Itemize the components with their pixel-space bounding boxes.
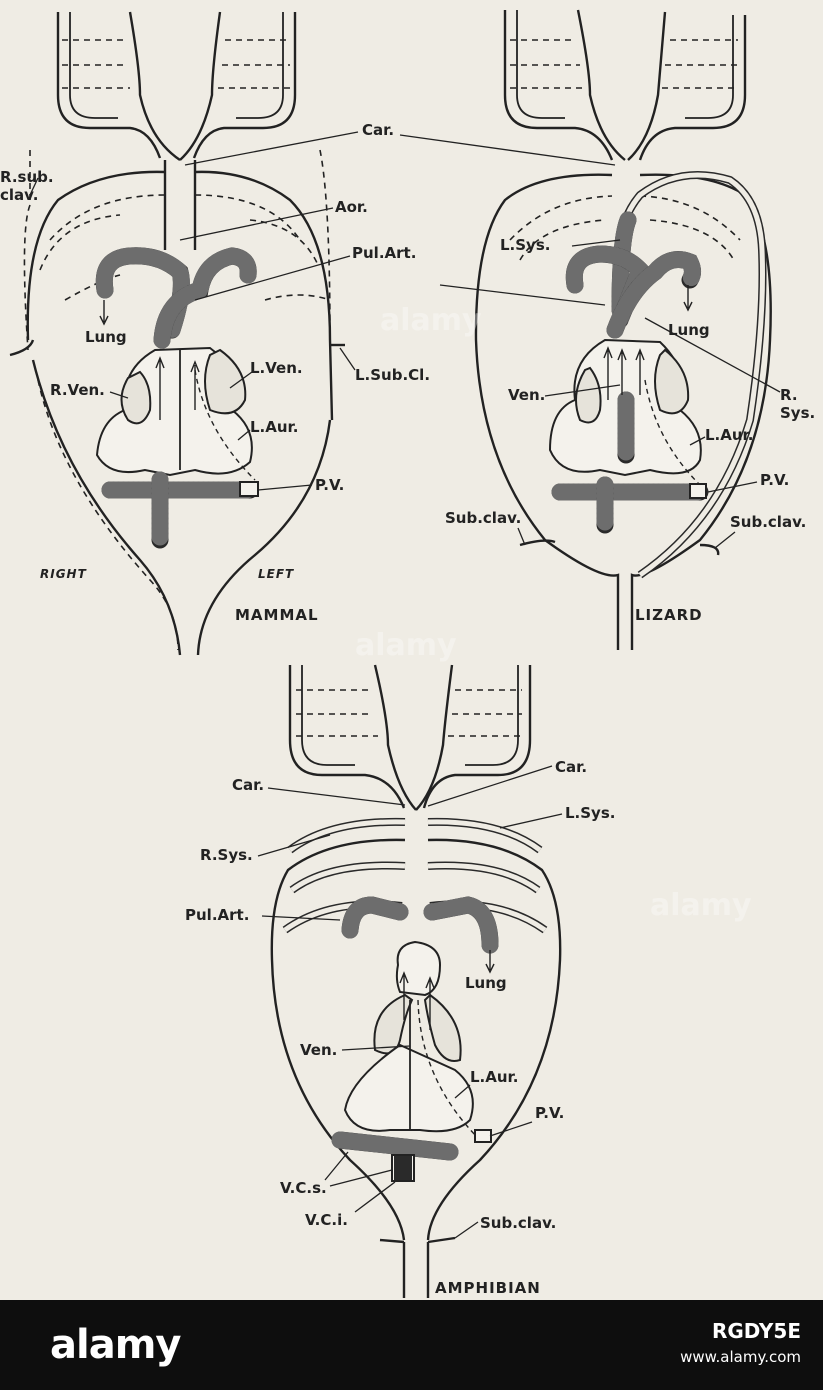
caption-amphibian: AMPHIBIAN	[435, 1279, 541, 1297]
caption-mammal: MAMMAL	[235, 606, 319, 624]
label-clav: clav.	[0, 186, 38, 204]
lizard-diagram: L.Sys. Lung R. Sys. Ven. L.Aur. P.V. Sub…	[445, 9, 815, 650]
label-r-sub: R.sub.	[0, 168, 54, 186]
label-lung: Lung	[465, 974, 507, 992]
label-left-side: LEFT	[258, 567, 294, 581]
comparative-heart-circulation-plate: R.sub. clav. Car. Aor. Pul.Art. Lung L.V…	[0, 9, 815, 1298]
label-r-sys: R.Sys.	[200, 846, 253, 864]
label-pul-art: Pul.Art.	[352, 244, 416, 262]
watermark: alamy	[355, 628, 457, 663]
alamy-logo[interactable]: alamy	[50, 1322, 181, 1368]
label-car-left: Car.	[555, 758, 587, 776]
label-l-aur: L.Aur.	[250, 418, 299, 436]
label-sys: Sys.	[780, 404, 815, 422]
label-car-right: Car.	[232, 776, 264, 794]
label-ven: Ven.	[508, 386, 545, 404]
image-id: RGDY5E	[711, 1319, 801, 1343]
label-car: Car.	[362, 121, 394, 139]
label-l-aur: L.Aur.	[705, 426, 754, 444]
caption-lizard: LIZARD	[635, 606, 703, 624]
label-sub-clav-right: Sub.clav.	[730, 513, 806, 531]
label-l-ven: L.Ven.	[250, 359, 303, 377]
amphibian-diagram: Car. Car. L.Sys. R.Sys. Pul.Art. Lung Ve…	[185, 664, 615, 1298]
label-lung: Lung	[85, 328, 127, 346]
label-r: R.	[780, 386, 798, 404]
label-l-aur: L.Aur.	[470, 1068, 519, 1086]
label-aor: Aor.	[335, 198, 368, 216]
footer-meta: RGDY5E www.alamy.com	[680, 1318, 801, 1370]
label-sub-clav: Sub.clav.	[480, 1214, 556, 1232]
label-ven: Ven.	[300, 1041, 337, 1059]
label-pul-art: Pul.Art.	[185, 906, 249, 924]
watermark: alamy	[380, 303, 482, 338]
label-vci: V.C.i.	[305, 1211, 348, 1229]
label-l-sys: L.Sys.	[500, 236, 550, 254]
watermark: alamy	[650, 888, 752, 923]
label-pv: P.V.	[315, 476, 344, 494]
mammal-diagram: R.sub. clav. Car. Aor. Pul.Art. Lung L.V…	[0, 11, 616, 656]
label-l-sys: L.Sys.	[565, 804, 615, 822]
site-url[interactable]: www.alamy.com	[680, 1348, 801, 1366]
label-r-ven: R.Ven.	[50, 381, 105, 399]
label-vcs: V.C.s.	[280, 1179, 327, 1197]
footer-bar: alamy RGDY5E www.alamy.com	[0, 1300, 823, 1390]
label-l-sub-cl: L.Sub.Cl.	[355, 366, 430, 384]
label-lung: Lung	[668, 321, 710, 339]
label-sub-clav-left: Sub.clav.	[445, 509, 521, 527]
label-pv: P.V.	[535, 1104, 564, 1122]
label-pv: P.V.	[760, 471, 789, 489]
label-right-side: RIGHT	[40, 567, 87, 581]
